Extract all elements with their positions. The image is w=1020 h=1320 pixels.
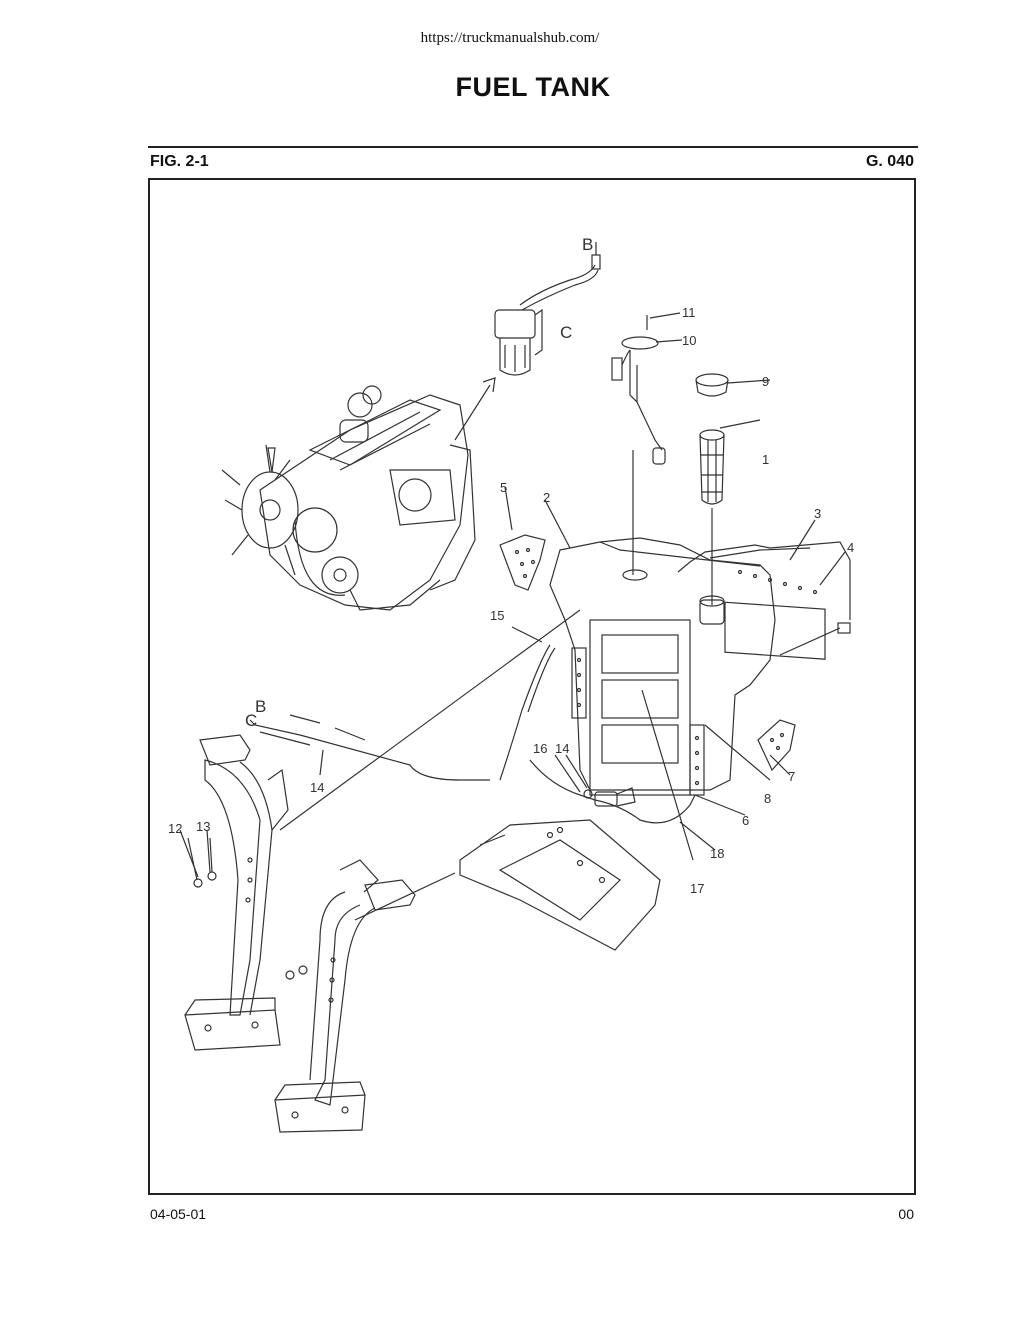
connector-letter-b-bottom: B <box>255 697 266 716</box>
fuel-tank <box>549 537 776 796</box>
callout-14-left: 14 <box>310 780 324 795</box>
callout-4: 4 <box>847 540 854 555</box>
fuel-sender <box>611 315 666 465</box>
callout-1: 1 <box>762 452 769 467</box>
connector-letter-c-bottom: C <box>245 711 257 730</box>
footer-date: 04-05-01 <box>150 1206 207 1222</box>
connector-letter-b-top: B <box>582 235 593 254</box>
diagram-frame: 1 2 3 4 5 6 7 8 9 10 11 12 13 14 14 15 1… <box>148 178 916 1195</box>
callout-11: 11 <box>682 305 696 320</box>
source-url[interactable]: https://truckmanualshub.com/ <box>420 30 600 46</box>
callout-13: 13 <box>196 819 210 834</box>
callout-12: 12 <box>168 821 182 836</box>
connector-letter-c-top: C <box>560 323 572 342</box>
callout-5: 5 <box>500 480 507 495</box>
exploded-parts-diagram: 1 2 3 4 5 6 7 8 9 10 11 12 13 14 14 15 1… <box>168 235 854 1133</box>
callout-16: 16 <box>533 741 547 756</box>
skid-plate <box>459 819 661 951</box>
support-bracket-left <box>184 734 289 1051</box>
figure-label: FIG. 2-1 <box>150 153 209 170</box>
callout-18: 18 <box>710 846 724 861</box>
engine-illustration <box>221 385 476 611</box>
callout-10: 10 <box>682 333 696 348</box>
fuel-filter <box>494 242 601 376</box>
callout-8: 8 <box>764 791 771 806</box>
callout-9: 9 <box>762 374 769 389</box>
callout-6: 6 <box>742 813 749 828</box>
callout-17: 17 <box>690 881 704 896</box>
group-label: G. 040 <box>865 153 914 170</box>
footer-revision: 00 <box>898 1206 914 1222</box>
callout-3: 3 <box>814 506 821 521</box>
callout-15: 15 <box>490 608 504 623</box>
tank-strap <box>677 541 851 660</box>
fuel-valve <box>583 787 636 807</box>
page-title: FUEL TANK <box>455 72 611 102</box>
support-bracket-right <box>274 859 416 1133</box>
callout-2: 2 <box>543 490 550 505</box>
callout-14-right: 14 <box>555 741 569 756</box>
fuel-hoses <box>249 644 696 824</box>
filler-cap-strainer <box>695 373 729 505</box>
callout-7: 7 <box>788 769 795 784</box>
header-rule <box>148 146 918 148</box>
